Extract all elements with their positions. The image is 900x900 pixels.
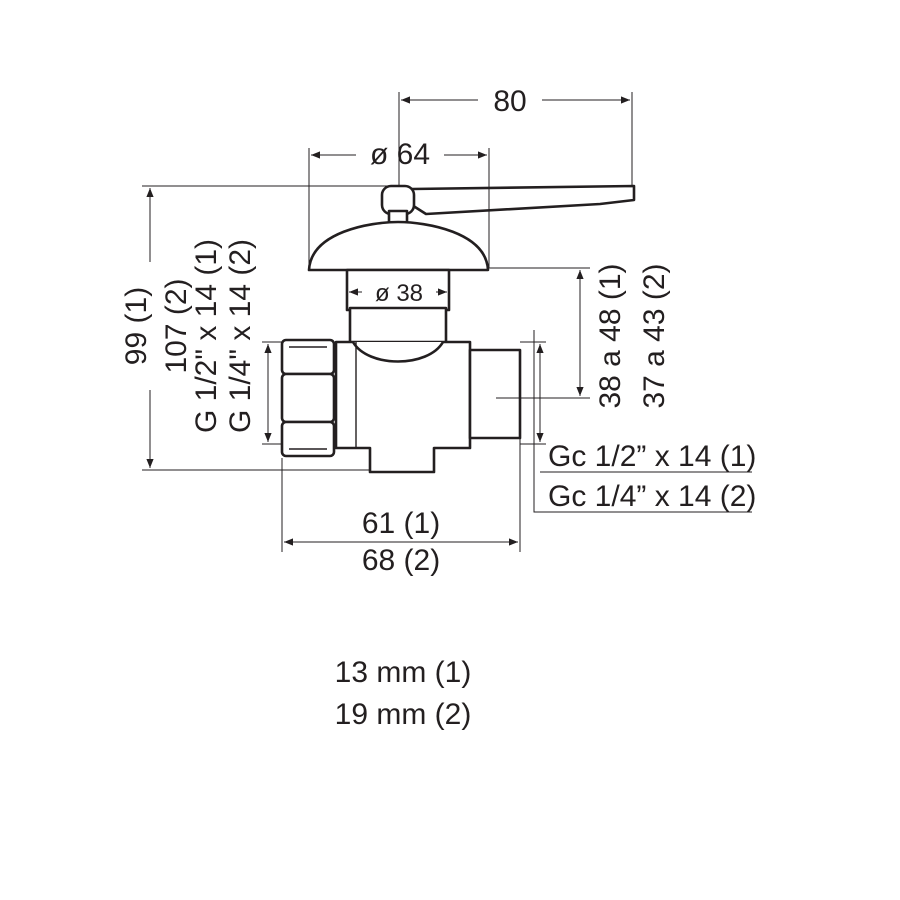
hex-nut-middle: [280, 372, 336, 424]
label-outlet-height-1: 38 a 48 (1): [594, 263, 627, 408]
label-outlet-height-2: 37 a 43 (2): [638, 263, 671, 408]
dimension-labels: 80 ø 64 ø 38 99 (1) 107 (2) G 1/2" x 14 …: [120, 85, 756, 577]
label-total-height-1: 99 (1): [120, 287, 153, 365]
label-inlet-thread-1: G 1/2" x 14 (1): [190, 239, 223, 433]
hex-nut-top: [280, 338, 336, 376]
label-cap-diameter: ø 64: [370, 138, 430, 171]
label-stem-diameter: ø 38: [375, 280, 423, 307]
label-inlet-thread-2: G 1/4" x 14 (2): [224, 239, 257, 433]
stem-body: [348, 306, 448, 346]
note-bore-2: 19 mm (2): [335, 698, 472, 731]
leader-outlet-thread-2: [533, 330, 752, 513]
valve-body: [280, 184, 636, 474]
label-outlet-thread-2: Gc 1/4” x 14 (2): [548, 480, 756, 513]
label-length-1: 61 (1): [362, 507, 440, 540]
dome-cap: [307, 220, 490, 272]
label-length-2: 68 (2): [362, 544, 440, 577]
outlet-thread: [468, 348, 522, 440]
hex-nut-bottom: [280, 420, 336, 458]
bore-notes: 13 mm (1) 19 mm (2): [335, 656, 472, 731]
label-width-80: 80: [493, 85, 526, 118]
lever-handle: [402, 184, 636, 216]
label-total-height-2: 107 (2): [160, 278, 193, 373]
note-bore-1: 13 mm (1): [335, 656, 472, 689]
dimension-lines: [142, 92, 752, 552]
ball-seat: [351, 341, 445, 363]
label-outlet-thread-1: Gc 1/2” x 14 (1): [548, 440, 756, 473]
